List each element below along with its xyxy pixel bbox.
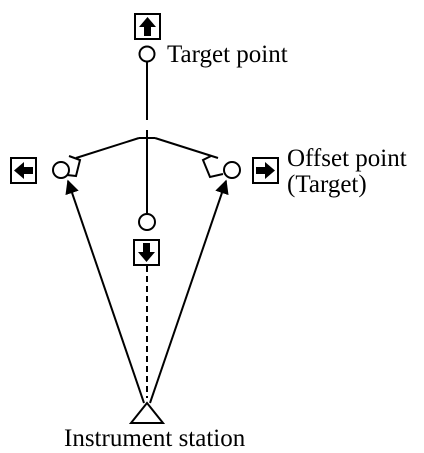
left-prism-bracket [66,155,82,178]
right-arrow-box [252,157,279,184]
instrument-station-triangle [128,401,166,424]
offset-point-label: Offset point [287,145,407,172]
left-offset-circle [52,161,70,179]
near-point-circle [138,213,156,231]
arrow-up-icon [139,17,156,36]
arrow-left-icon [14,162,33,179]
arrow-right-icon [256,162,275,179]
right-offset-line [154,137,219,159]
offset-point-target-label: (Target) [287,171,367,198]
right-sight-arrow [149,179,229,404]
instrument-station-label: Instrument station [64,425,246,452]
offset-center-cross [139,130,155,146]
down-arrow-box [133,239,160,266]
right-offset-circle [223,161,241,179]
left-sight-arrow [65,179,145,404]
target-point-label: Target point [167,41,288,68]
left-arrow-box [10,157,37,184]
up-arrow-box [134,13,161,40]
target-point-circle [138,45,156,63]
left-offset-line [75,137,140,159]
arrow-down-icon [138,243,155,262]
right-prism-bracket [201,155,224,179]
